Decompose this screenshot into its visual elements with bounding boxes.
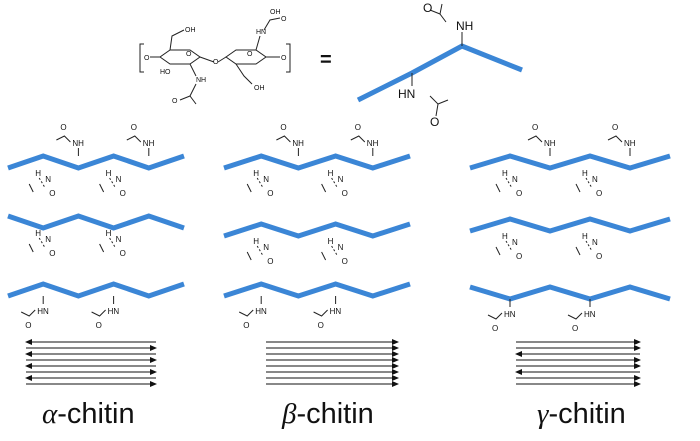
panel-2-pendant-top-4-nh: NH xyxy=(624,139,636,148)
panel-1-hbond-0-3-n: N xyxy=(338,175,344,184)
panel-0-pendant-top-2-o: O xyxy=(60,123,66,132)
panel-1-pendant-top-4-o: O xyxy=(355,123,361,132)
atom-o-glycosidic: O xyxy=(213,59,219,66)
panel-0-pendant-bot-1-nh: HN xyxy=(37,307,49,316)
panel-2-pendant-top-2-o: O xyxy=(532,123,538,132)
repeat-unit-backbone xyxy=(356,43,523,103)
panel-2-hbond-1-1-n: N xyxy=(512,238,518,247)
panel-0-pendant-top-2-nh: NH xyxy=(72,139,84,148)
panel-0-hbond-1-3-n: N xyxy=(116,235,122,244)
atom-o-right: O xyxy=(281,55,287,62)
panel-1-pendant-top-4-nh: NH xyxy=(367,139,379,148)
panel-2-pendant-top-4-o: O xyxy=(612,123,618,132)
panel-2-hbond-1-3-n: N xyxy=(592,238,598,247)
panel-0-pendant-bot-3-nh: HN xyxy=(108,307,120,316)
panel-2-hbond-0-1-h: H xyxy=(502,169,508,178)
panel-1-hbond-0-3-o: O xyxy=(342,189,348,198)
panel-2-chain-2 xyxy=(469,284,671,302)
panel-0-hbond-0-1-h: H xyxy=(35,169,41,178)
panel-2-pendant-bot-1-nh: HN xyxy=(504,310,516,319)
atom-o-ring-right: O xyxy=(247,51,253,58)
panel-0-pendant-top-4-nh: NH xyxy=(143,139,155,148)
panel-0-hbond-1-1-n: N xyxy=(45,235,51,244)
panel-0-hbond-1-1-h: H xyxy=(35,229,41,238)
panel-2-chain-1 xyxy=(469,216,671,234)
panel-0-hbond-1-3-o: O xyxy=(120,249,126,258)
repeat-unit-nh: NH xyxy=(456,19,473,33)
panel-2-chain-0 xyxy=(469,153,671,171)
atom-oh-right: OH xyxy=(254,85,265,92)
panel-1-chain-2 xyxy=(223,281,411,299)
panel-0-pendant-bot-3-o: O xyxy=(96,321,102,330)
panel-0-hbond-0-3-h: H xyxy=(106,169,112,178)
panel-1-hbond-0-1-n: N xyxy=(263,175,269,184)
atom-oh-top: OH xyxy=(270,9,281,16)
chitin-monomer-structure: O OH HO O NH O O O HN OH O O OH xyxy=(139,9,291,105)
panel-1-hbond-1-1-o: O xyxy=(267,257,273,266)
panel-1-hbond-1-3-h: H xyxy=(328,237,334,246)
panel-2-hbond-1-1-h: H xyxy=(502,232,508,241)
panel-1-pendant-bot-1-o: O xyxy=(243,321,249,330)
repeat-unit: NH HN O O xyxy=(356,1,523,129)
atom-o-ring-left: O xyxy=(186,51,192,58)
panel-2-hbond-1-1-o: O xyxy=(516,252,522,261)
atom-ho-left: HO xyxy=(160,69,171,76)
panel-2-hbond-1-3-h: H xyxy=(582,232,588,241)
label-gamma-chitin: γ-chitin xyxy=(537,398,626,430)
atom-hn-right: HN xyxy=(256,29,266,36)
atom-oh-left: OH xyxy=(185,27,196,34)
repeat-unit-hn: HN xyxy=(398,87,415,101)
panel-2-hbond-0-1-o: O xyxy=(516,189,522,198)
panel-1-pendant-bot-1-nh: HN xyxy=(255,307,267,316)
atom-o-acetyl-right: O xyxy=(281,16,287,23)
panel-1-hbond-1-3-o: O xyxy=(342,257,348,266)
panel-2-hbond-1-3-o: O xyxy=(596,252,602,261)
panel-0-chain-2 xyxy=(7,281,185,299)
label-alpha-chitin: α-chitin xyxy=(42,398,135,430)
panel-0-hbond-0-1-o: O xyxy=(49,189,55,198)
panel-0-hbond-0-3-n: N xyxy=(116,175,122,184)
panel-2-hbond-0-3-h: H xyxy=(582,169,588,178)
panel-0-hbond-1-1-o: O xyxy=(49,249,55,258)
panel-0-pendant-bot-1-o: O xyxy=(25,321,31,330)
panel-1-pendant-bot-3-nh: HN xyxy=(330,307,342,316)
panel-2-hbond-0-3-n: N xyxy=(592,175,598,184)
panel-1-hbond-1-3-n: N xyxy=(338,243,344,252)
panel-2-hbond-0-3-o: O xyxy=(596,189,602,198)
equals-sign: = xyxy=(320,49,332,71)
atom-nh-left: NH xyxy=(196,77,206,84)
chitin-panels: NHONHOHNOHNOHNOHNOHNOHNONHONHOHNOHNOHNOH… xyxy=(7,123,671,387)
panel-1-hbond-0-3-h: H xyxy=(328,169,334,178)
panel-2-pendant-bot-1-o: O xyxy=(492,324,498,333)
panel-1-pendant-top-2-nh: NH xyxy=(292,139,304,148)
panel-1-chain-0 xyxy=(223,153,411,171)
panel-2-pendant-bot-3-o: O xyxy=(572,324,578,333)
panel-1-hbond-1-1-h: H xyxy=(253,237,259,246)
panel-0-hbond-1-3-h: H xyxy=(106,229,112,238)
repeat-unit-o-bottom: O xyxy=(430,115,439,129)
atom-o-acetyl-left: O xyxy=(172,98,178,105)
panel-0-chain-0 xyxy=(7,153,185,171)
repeat-unit-o-top: O xyxy=(423,1,432,15)
panel-0-hbond-0-3-o: O xyxy=(120,189,126,198)
panel-0-chain-1 xyxy=(7,213,185,231)
panel-1-hbond-1-1-n: N xyxy=(263,243,269,252)
panel-1-pendant-bot-3-o: O xyxy=(318,321,324,330)
panel-2-pendant-bot-3-nh: HN xyxy=(584,310,596,319)
panel-2-hbond-0-1-n: N xyxy=(512,175,518,184)
panel-1-chain-1 xyxy=(223,221,411,239)
panel-2-pendant-top-2-nh: NH xyxy=(544,139,556,148)
panel-1-hbond-0-1-h: H xyxy=(253,169,259,178)
atom-o-left: O xyxy=(144,55,150,62)
panel-0-pendant-top-4-o: O xyxy=(131,123,137,132)
panel-1-pendant-top-2-o: O xyxy=(280,123,286,132)
panel-1-hbond-0-1-o: O xyxy=(267,189,273,198)
panel-0-hbond-0-1-n: N xyxy=(45,175,51,184)
label-beta-chitin: β-chitin xyxy=(282,398,374,430)
